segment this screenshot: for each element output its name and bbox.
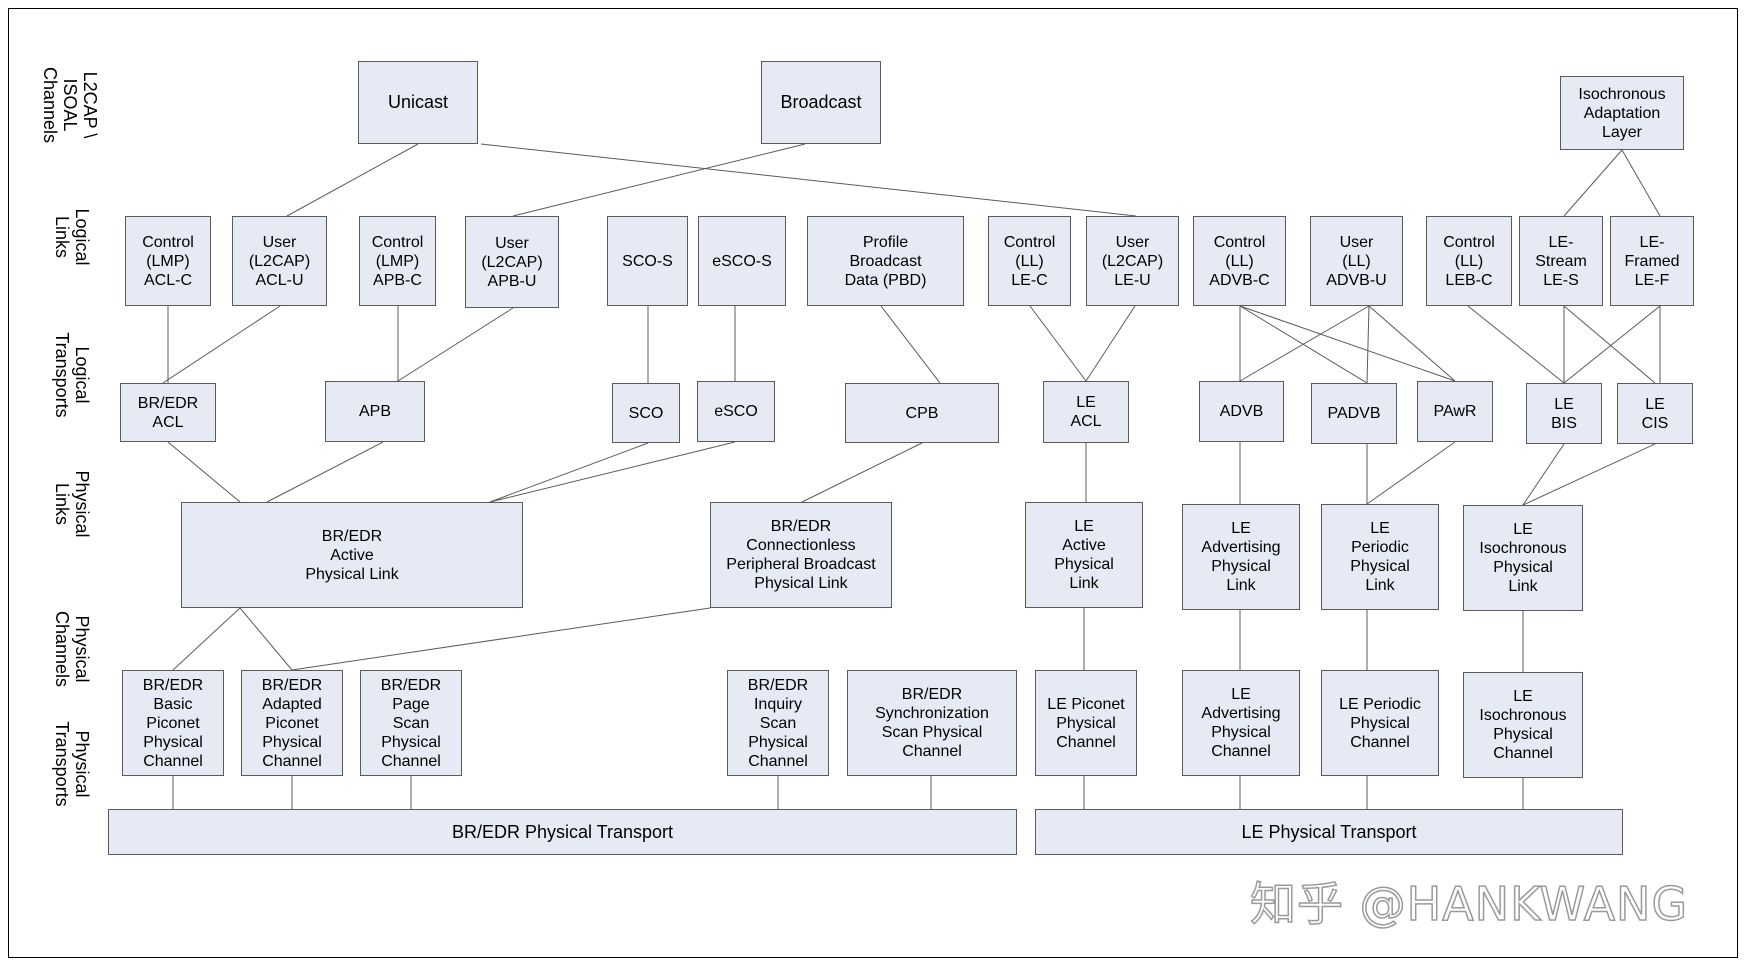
watermark: 知乎 @HANKWANG xyxy=(1249,876,1689,932)
physical-channel-le-advertising: LE Advertising Physical Channel xyxy=(1182,670,1300,776)
logical-link-apb-u: User (L2CAP) APB-U xyxy=(465,216,559,308)
logical-link-pbd: Profile Broadcast Data (PBD) xyxy=(807,216,964,306)
logical-transport-le-acl: LE ACL xyxy=(1043,381,1129,443)
physical-channel-bredr-adapted-piconet: BR/EDR Adapted Piconet Physical Channel xyxy=(241,670,343,776)
connector-line xyxy=(480,143,1137,217)
connector-line xyxy=(266,441,384,503)
logical-transport-pawr: PAwR xyxy=(1417,381,1493,442)
logical-link-acl-c: Control (LMP) ACL-C xyxy=(125,216,211,306)
connector-line xyxy=(172,607,241,671)
logical-link-sco-s: SCO-S xyxy=(607,216,688,306)
row-label-channels: L2CAP \ ISOAL Channels xyxy=(40,66,100,144)
row-label-physical-channels: Physical Channels xyxy=(52,610,92,688)
physical-link-le-isochronous: LE Isochronous Physical Link xyxy=(1463,505,1583,611)
physical-channel-bredr-basic-piconet: BR/EDR Basic Piconet Physical Channel xyxy=(122,670,224,776)
physical-link-le-periodic: LE Periodic Physical Link xyxy=(1321,504,1439,610)
logical-transport-apb: APB xyxy=(325,381,425,442)
connector-line xyxy=(1368,305,1456,382)
connector-line xyxy=(489,441,736,503)
row-label-logical-links: Logical Links xyxy=(52,208,92,266)
physical-channel-bredr-sync-scan: BR/EDR Synchronization Scan Physical Cha… xyxy=(847,670,1017,776)
logical-link-advb-c: Control (LL) ADVB-C xyxy=(1193,216,1286,306)
connector-line xyxy=(1563,149,1623,217)
physical-channel-bredr-inquiry-scan: BR/EDR Inquiry Scan Physical Channel xyxy=(727,670,829,776)
logical-transport-sco: SCO xyxy=(612,383,680,443)
connector-line xyxy=(167,441,241,503)
logical-transport-le-cis: LE CIS xyxy=(1617,383,1693,444)
row-label-physical-transports: Physical Transports xyxy=(52,721,92,807)
logical-link-le-f: LE- Framed LE-F xyxy=(1610,216,1694,306)
connector-line xyxy=(1239,305,1370,382)
connector-line xyxy=(1085,305,1136,382)
logical-link-advb-u: User (LL) ADVB-U xyxy=(1310,216,1403,306)
connector-line xyxy=(489,442,649,503)
connector-line xyxy=(1563,305,1661,384)
logical-transport-advb: ADVB xyxy=(1199,381,1284,442)
logical-link-le-c: Control (LL) LE-C xyxy=(988,216,1071,306)
row-label-physical-links: Physical Links xyxy=(52,470,92,538)
physical-channel-le-piconet: LE Piconet Physical Channel xyxy=(1035,670,1137,776)
physical-transport-le: LE Physical Transport xyxy=(1035,809,1623,855)
connector-line xyxy=(162,305,281,384)
logical-transport-padvb: PADVB xyxy=(1311,383,1397,444)
logical-link-esco-s: eSCO-S xyxy=(698,216,786,306)
connector-line xyxy=(291,607,711,671)
connector-line xyxy=(1239,305,1456,382)
unicast-channel-box: Unicast xyxy=(358,61,478,144)
logical-link-acl-u: User (L2CAP) ACL-U xyxy=(232,216,327,306)
connector-line xyxy=(397,307,514,382)
connector-line xyxy=(1029,305,1087,382)
physical-link-le-active: LE Active Physical Link xyxy=(1025,502,1143,608)
connector-line xyxy=(1522,443,1656,506)
physical-transport-bredr: BR/EDR Physical Transport xyxy=(108,809,1017,855)
diagram-frame xyxy=(8,8,1738,958)
physical-link-bredr-connectionless: BR/EDR Connectionless Peripheral Broadca… xyxy=(710,502,892,608)
broadcast-channel-box: Broadcast xyxy=(761,61,881,144)
isochronous-adaptation-layer-box: Isochronous Adaptation Layer xyxy=(1560,76,1684,150)
connector-line xyxy=(1467,305,1565,384)
logical-link-le-u: User (L2CAP) LE-U xyxy=(1086,216,1179,306)
connector-line xyxy=(1522,443,1565,506)
logical-link-leb-c: Control (LL) LEB-C xyxy=(1426,216,1512,306)
connector-line xyxy=(286,143,419,217)
physical-channel-bredr-page-scan: BR/EDR Page Scan Physical Channel xyxy=(360,670,462,776)
logical-transport-bredr-acl: BR/EDR ACL xyxy=(120,383,216,442)
connector-line xyxy=(1563,305,1656,384)
logical-transport-esco: eSCO xyxy=(697,381,775,442)
connector-line xyxy=(1366,441,1456,505)
connector-line xyxy=(512,143,806,217)
physical-link-bredr-active: BR/EDR Active Physical Link xyxy=(181,502,523,608)
row-label-logical-transports: Logical Transports xyxy=(52,332,92,418)
connector-line xyxy=(1366,305,1370,384)
physical-channel-le-isochronous: LE Isochronous Physical Channel xyxy=(1463,672,1583,778)
connector-line xyxy=(1621,149,1661,217)
physical-link-le-advertising: LE Advertising Physical Link xyxy=(1182,504,1300,610)
logical-link-apb-c: Control (LMP) APB-C xyxy=(359,216,436,306)
logical-transport-cpb: CPB xyxy=(845,383,999,443)
logical-transport-le-bis: LE BIS xyxy=(1526,383,1602,444)
physical-channel-le-periodic: LE Periodic Physical Channel xyxy=(1321,670,1439,776)
connector-line xyxy=(239,607,293,671)
logical-link-le-s: LE- Stream LE-S xyxy=(1519,216,1603,306)
connector-line xyxy=(880,305,941,384)
connector-line xyxy=(801,442,923,503)
